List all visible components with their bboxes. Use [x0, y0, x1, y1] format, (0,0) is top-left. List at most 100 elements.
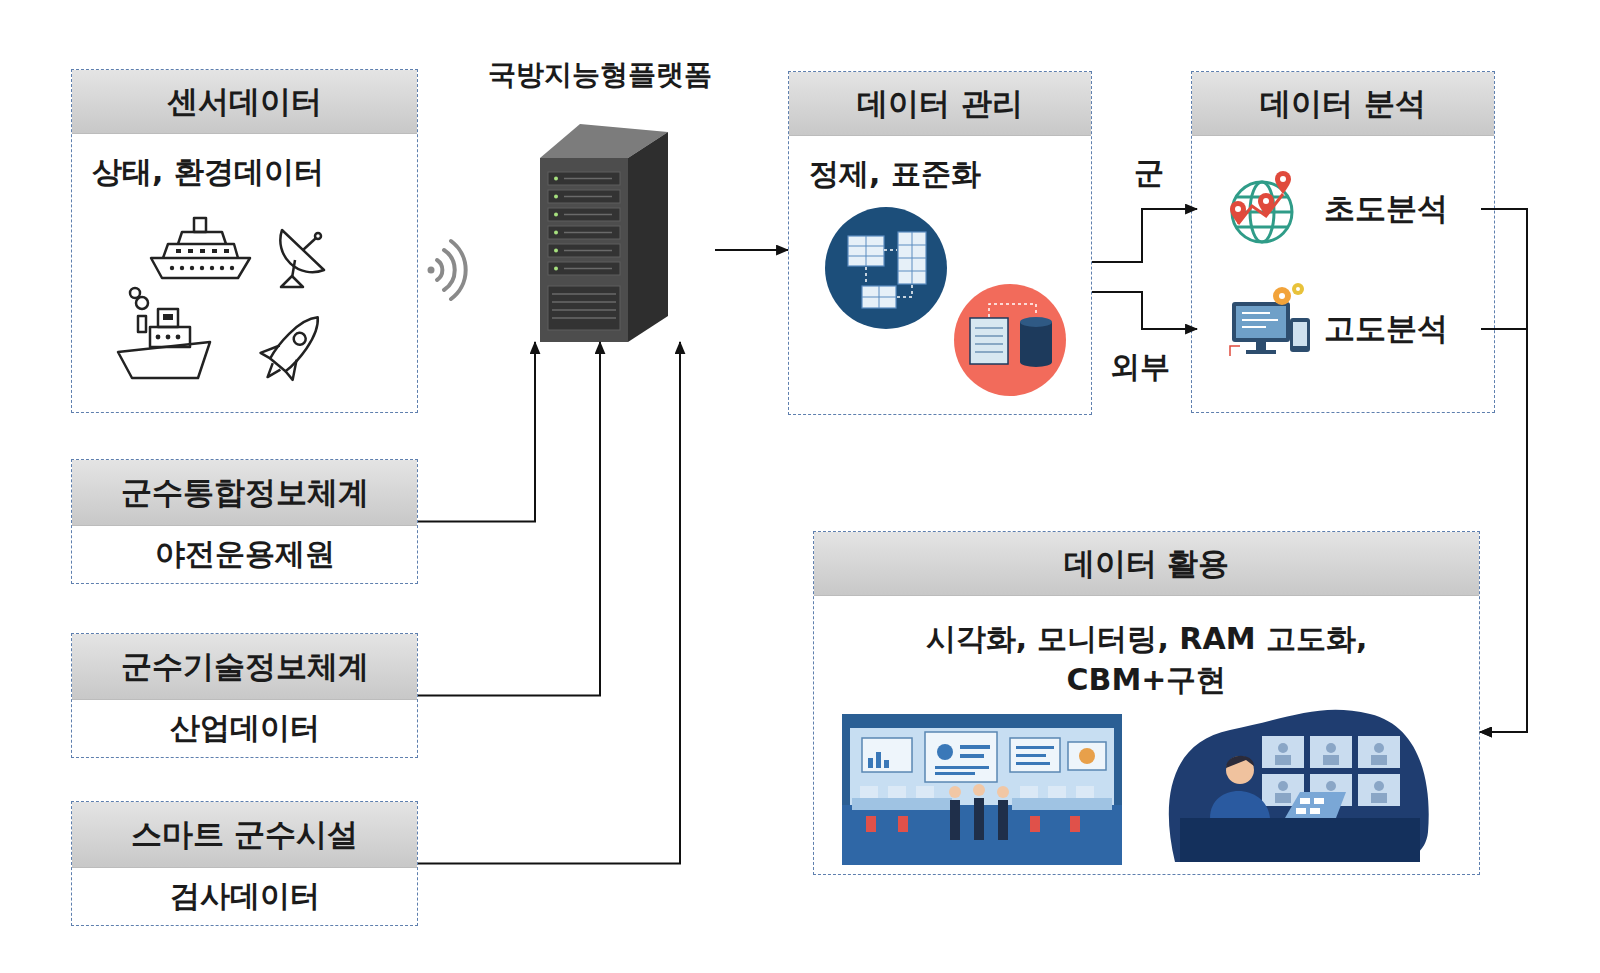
monitor-gear-icon-part	[1292, 283, 1304, 295]
control-room-illustration-part-part	[898, 816, 908, 832]
rocket-icon-part	[284, 359, 304, 380]
table-merge-icon-part	[848, 232, 926, 308]
box-body-text: 검사데이터	[72, 868, 417, 924]
operator-illustration-part-part	[1310, 774, 1352, 806]
operator-illustration-part-part	[1323, 755, 1339, 765]
server-rack-icon-part-part	[564, 178, 612, 180]
operator-illustration-part-part	[1326, 743, 1336, 753]
process-box: 데이터 분석초도분석고도분석	[1191, 71, 1495, 413]
control-room-illustration-part-part	[1030, 816, 1040, 832]
database-icon-part-part	[975, 351, 1003, 353]
table-merge-icon-part-part	[862, 297, 896, 298]
control-room-illustration-part-part	[1070, 816, 1080, 832]
edge-label: 군	[1134, 153, 1164, 194]
box-body-text: 산업데이터	[72, 700, 417, 756]
globe-chart-icon-part-part	[1232, 211, 1292, 214]
globe-chart-icon-part-part	[1237, 196, 1287, 199]
server-rack-icon-part-part	[548, 226, 620, 239]
box-heading: 센서데이터	[72, 70, 417, 134]
server-rack-icon-part	[628, 132, 668, 342]
database-icon-part-part	[975, 343, 1003, 345]
tug-boat-icon-part-part	[166, 335, 171, 340]
control-room-illustration-part	[862, 732, 1106, 782]
flow-arrow	[1092, 209, 1197, 262]
control-room-illustration-part-part	[884, 760, 889, 768]
control-room-illustration-part-part	[973, 784, 985, 796]
cruise-ship-icon-part-part	[210, 266, 214, 270]
control-room-illustration-part	[868, 744, 1054, 775]
operator-illustration-part-part	[1275, 755, 1291, 765]
server-rack-icon-part-part	[554, 249, 558, 253]
tug-boat-icon-part	[156, 314, 181, 339]
cruise-ship-icon-part	[170, 249, 234, 270]
operator-illustration-part	[1226, 756, 1254, 768]
operator-illustration-part-part	[1374, 781, 1384, 791]
server-rack-icon-part-part	[548, 208, 620, 221]
control-room-illustration-part-part	[1016, 754, 1046, 757]
control-room-illustration-part-part	[868, 758, 873, 768]
cruise-ship-icon-part-part	[220, 266, 224, 270]
control-room-illustration-part-part	[1020, 786, 1038, 798]
control-room-illustration-part-part	[998, 800, 1008, 840]
flow-arrow	[1092, 292, 1197, 329]
control-room-illustration-part	[842, 714, 1122, 865]
server-rack-icon-part	[554, 177, 558, 271]
tug-boat-icon-part	[150, 327, 190, 347]
server-rack-icon-part-part	[552, 317, 616, 319]
operator-illustration-part-part	[1296, 808, 1306, 814]
monitor-gear-icon-part	[1236, 306, 1286, 338]
data-source-box: 군수기술정보체계산업데이터	[71, 633, 418, 758]
table-merge-icon-part-part	[866, 236, 867, 266]
server-rack-icon-part-part	[554, 267, 558, 271]
operator-illustration-part-part	[1262, 774, 1304, 806]
control-room-illustration-part	[842, 728, 850, 865]
edge-label: 외부	[1110, 347, 1170, 388]
control-room-illustration-part-part	[1048, 786, 1066, 798]
cruise-ship-icon-part-part	[170, 266, 174, 270]
control-room-illustration-part-part	[935, 772, 975, 775]
process-box: 데이터 관리정제, 표준화	[788, 71, 1092, 415]
data-source-box: 스마트 군수시설검사데이터	[71, 801, 418, 926]
operator-illustration-part	[1169, 710, 1429, 862]
cruise-ship-icon-part	[194, 218, 206, 232]
wireless-signal-part	[428, 267, 435, 274]
server-rack-icon-part-part	[548, 190, 620, 203]
control-room-illustration-part-part	[862, 738, 912, 772]
control-room-illustration-part-part	[935, 766, 989, 769]
database-icon-part-part	[975, 335, 1003, 337]
database-icon	[954, 284, 1066, 396]
globe-chart-icon-part	[1232, 182, 1292, 242]
database-icon-part-part	[975, 327, 1003, 329]
globe-chart-icon-part-part	[1280, 176, 1286, 182]
server-rack-icon-part-part	[548, 172, 620, 185]
database-icon-part	[1020, 317, 1052, 327]
server-rack-icon-part-part	[564, 250, 612, 252]
table-merge-icon-part-part	[898, 258, 926, 259]
tug-boat-icon-part-part	[156, 335, 161, 340]
cruise-ship-icon-part-part	[200, 249, 205, 253]
analysis-label: 초도분석	[1324, 188, 1448, 230]
table-merge-icon-part	[866, 250, 912, 297]
table-merge-icon-part-part	[862, 286, 896, 308]
operator-illustration-part-part	[1326, 781, 1336, 791]
wireless-signal-part	[437, 260, 442, 280]
table-merge-icon-part-part	[884, 249, 897, 251]
operator-illustration-part	[1296, 798, 1324, 814]
analysis-label: 고도분석	[1324, 308, 1448, 350]
tug-boat-icon-part	[136, 297, 148, 309]
monitor-gear-icon-part-part	[1242, 312, 1270, 314]
control-room-illustration-part	[949, 784, 1009, 798]
cruise-ship-icon-part-part	[176, 249, 181, 253]
table-merge-icon-part	[825, 207, 947, 329]
server-rack-icon-part-part	[548, 286, 620, 330]
server-rack-icon-part-part	[548, 262, 620, 275]
control-room-illustration-part-part	[937, 744, 953, 760]
cruise-ship-icon-part-part	[190, 266, 194, 270]
monitor-gear-icon-part	[1242, 313, 1278, 327]
control-room-illustration-part-part	[997, 786, 1009, 798]
operator-illustration-part	[1226, 756, 1254, 784]
operator-illustration-part-part	[1300, 798, 1310, 804]
box-body-text: 정제, 표준화	[789, 136, 1091, 195]
server-rack-icon-part	[540, 158, 628, 342]
